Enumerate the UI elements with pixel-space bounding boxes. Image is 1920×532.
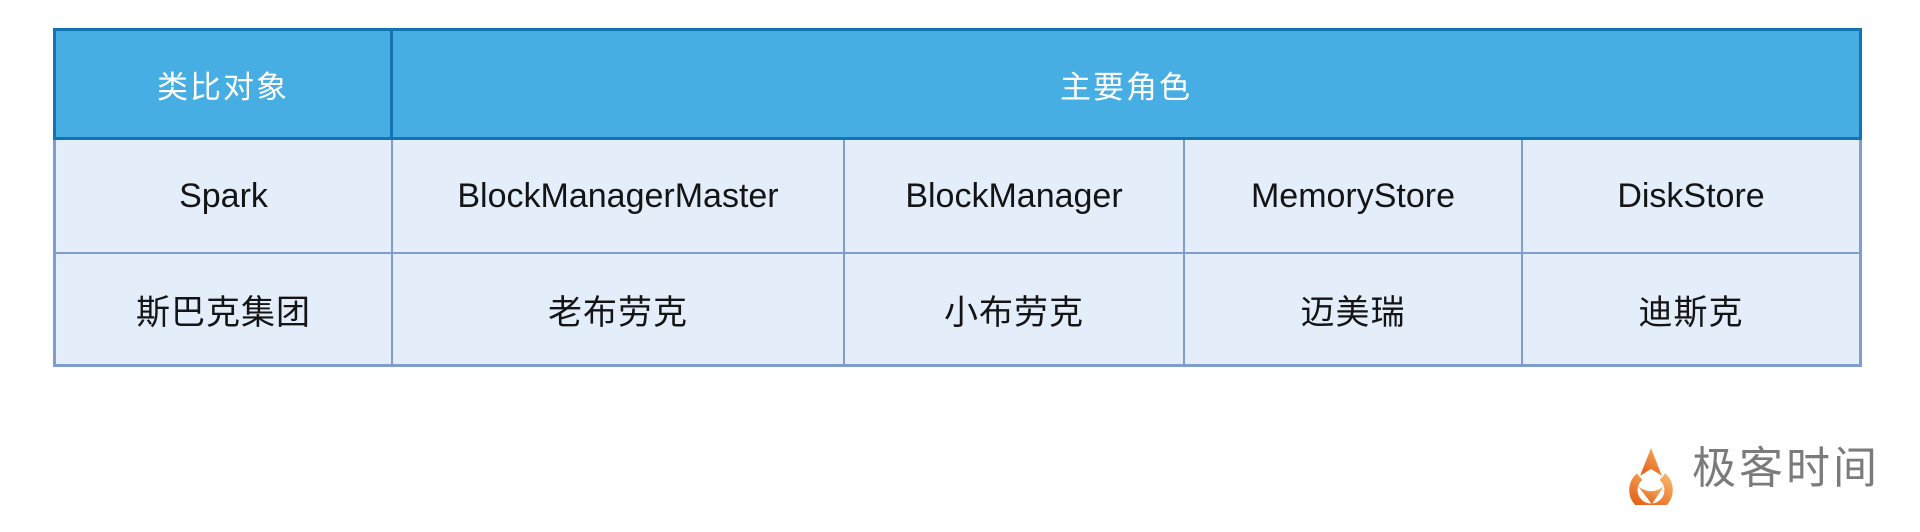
header-cell-main-roles: 主要角色 <box>393 28 1862 140</box>
cell-diskstore: DiskStore <box>1523 140 1862 254</box>
cell-memorystore: MemoryStore <box>1185 140 1523 254</box>
cell-spark: Spark <box>53 140 393 254</box>
geektime-logo-text: 极客时间 <box>1692 443 1880 493</box>
header-cell-analogy-target: 类比对象 <box>53 28 393 140</box>
analogy-table: 类比对象 主要角色 Spark BlockManagerMaster Block… <box>53 28 1862 367</box>
brand-logo: 极客时间 <box>1624 438 1880 505</box>
cell-blockmanagermaster: BlockManagerMaster <box>393 140 845 254</box>
cell-memory-analogy: 迈美瑞 <box>1185 254 1523 367</box>
cell-young-blauk-analogy: 小布劳克 <box>845 254 1185 367</box>
cell-spark-group-analogy: 斯巴克集团 <box>53 254 393 367</box>
cell-disk-analogy: 迪斯克 <box>1523 254 1862 367</box>
geektime-logo-icon <box>1629 446 1673 505</box>
cell-blockmanager: BlockManager <box>845 140 1185 254</box>
cell-old-blauk-analogy: 老布劳克 <box>393 254 845 367</box>
